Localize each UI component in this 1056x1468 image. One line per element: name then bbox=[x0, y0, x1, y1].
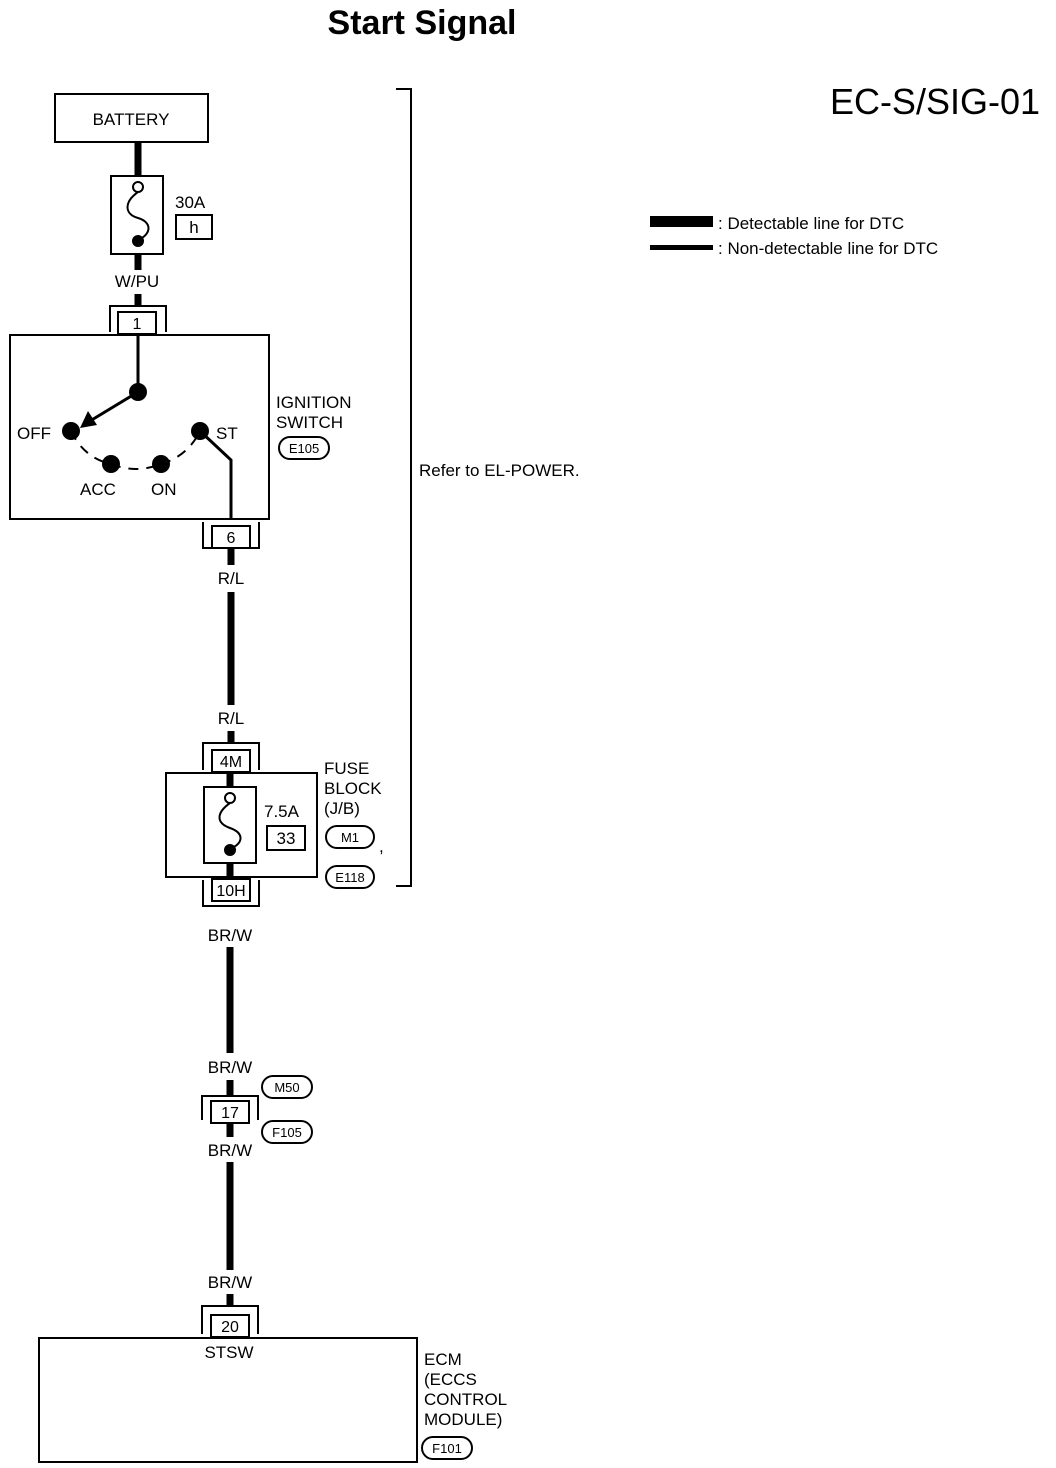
fuse-block-connector-m1: M1 bbox=[325, 825, 375, 849]
wire-color-w2-top: R/L bbox=[218, 569, 244, 588]
fuse-block-pin-4m-connector: 4M bbox=[202, 742, 260, 773]
ignition-switch-name-2: SWITCH bbox=[276, 413, 343, 432]
ecm-connector-f101: F101 bbox=[421, 1436, 473, 1460]
fuse-block-pin-10h: 10H bbox=[216, 883, 245, 900]
ecm-terminal-stsw: STSW bbox=[204, 1343, 253, 1362]
ignition-switch-connector-tag: E105 bbox=[278, 436, 330, 460]
legend-non-detectable-swatch bbox=[650, 245, 713, 250]
fuse-block-number-box bbox=[266, 825, 306, 851]
switch-on-label: ON bbox=[151, 480, 177, 499]
joint-connector-m50: M50 bbox=[261, 1075, 313, 1099]
battery: BATTERY bbox=[54, 93, 209, 143]
joint-connector-pin: 17 bbox=[221, 1105, 239, 1122]
ignition-pin-1: 1 bbox=[133, 316, 142, 333]
battery-label: BATTERY bbox=[93, 110, 170, 129]
wire-color-w1: W/PU bbox=[115, 272, 159, 291]
svg-text:M50: M50 bbox=[274, 1080, 299, 1095]
fuse-block-pin-10h-connector: 10H bbox=[202, 878, 260, 907]
battery-box bbox=[54, 93, 209, 143]
fusible-link-id-box bbox=[175, 214, 213, 240]
svg-text:M1: M1 bbox=[341, 830, 359, 845]
fuse-block-pin-4m: 4M bbox=[220, 754, 242, 771]
ecm-name-1: ECM bbox=[424, 1350, 462, 1369]
ecm-name-3: CONTROL bbox=[424, 1390, 507, 1409]
fuse-block-name-2: BLOCK bbox=[324, 779, 382, 798]
fusible-link-id: h bbox=[189, 218, 198, 237]
wire-color-w3-bottom: BR/W bbox=[208, 1058, 252, 1077]
joint-connector-17: 17 bbox=[201, 1095, 259, 1124]
ignition-switch-internal: OFF ACC ON ST bbox=[17, 335, 238, 519]
legend: : Detectable line for DTC : Non-detectab… bbox=[650, 214, 938, 258]
legend-non-detectable-label: : Non-detectable line for DTC bbox=[718, 239, 938, 258]
fusible-link: 30A h bbox=[110, 175, 213, 255]
legend-detectable-label: : Detectable line for DTC bbox=[718, 214, 904, 233]
ecm-pin-20-connector: 20 bbox=[201, 1305, 259, 1338]
fuse-33 bbox=[203, 773, 257, 877]
svg-text:E118: E118 bbox=[335, 870, 364, 885]
fuse-block-name-1: FUSE bbox=[324, 759, 369, 778]
ecm-name-2: (ECCS bbox=[424, 1370, 477, 1389]
svg-text:F101: F101 bbox=[432, 1441, 462, 1456]
wire-color-w2-bottom: R/L bbox=[218, 709, 244, 728]
svg-text:E105: E105 bbox=[289, 441, 319, 456]
fuse-block-connector-separator: , bbox=[379, 837, 384, 856]
el-power-bracket bbox=[396, 88, 412, 887]
fuse-block-name-3: (J/B) bbox=[324, 799, 360, 818]
fuse-block-rating: 7.5A bbox=[264, 802, 300, 821]
wire-color-w4-top: BR/W bbox=[208, 1141, 252, 1160]
el-power-reference: Refer to EL-POWER. bbox=[419, 461, 580, 480]
ignition-switch-name-1: IGNITION bbox=[276, 393, 352, 412]
switch-st-label: ST bbox=[216, 424, 238, 443]
switch-st-lead bbox=[198, 429, 233, 519]
ecm-name-4: MODULE) bbox=[424, 1410, 502, 1429]
switch-position-arc bbox=[70, 430, 201, 470]
fusible-link-bottom-terminal bbox=[132, 235, 144, 247]
fuse-block-number: 33 bbox=[277, 829, 296, 848]
ecm-box bbox=[38, 1337, 418, 1463]
svg-text:F105: F105 bbox=[272, 1125, 302, 1140]
switch-off-label: OFF bbox=[17, 424, 51, 443]
switch-acc-label: ACC bbox=[80, 480, 116, 499]
fusible-link-element bbox=[126, 191, 150, 241]
page-title: Start Signal bbox=[328, 4, 517, 42]
wire-color-w3-top: BR/W bbox=[208, 926, 252, 945]
wire-color-w4-bottom: BR/W bbox=[208, 1273, 252, 1292]
legend-detectable-swatch bbox=[650, 216, 713, 227]
joint-connector-f105: F105 bbox=[261, 1120, 313, 1144]
fusible-link-top-terminal bbox=[132, 181, 144, 193]
diagram-code: EC-S/SIG-01 bbox=[830, 81, 1040, 122]
fusible-link-rating: 30A bbox=[175, 193, 206, 212]
ignition-pin-6: 6 bbox=[227, 530, 236, 547]
fuse-block-connector-e118: E118 bbox=[325, 865, 375, 889]
ecm-pin-20: 20 bbox=[221, 1319, 239, 1336]
switch-arrow bbox=[80, 411, 97, 428]
ignition-pin-6-connector: 6 bbox=[202, 522, 260, 549]
ignition-pin-1-connector: 1 bbox=[109, 305, 167, 335]
